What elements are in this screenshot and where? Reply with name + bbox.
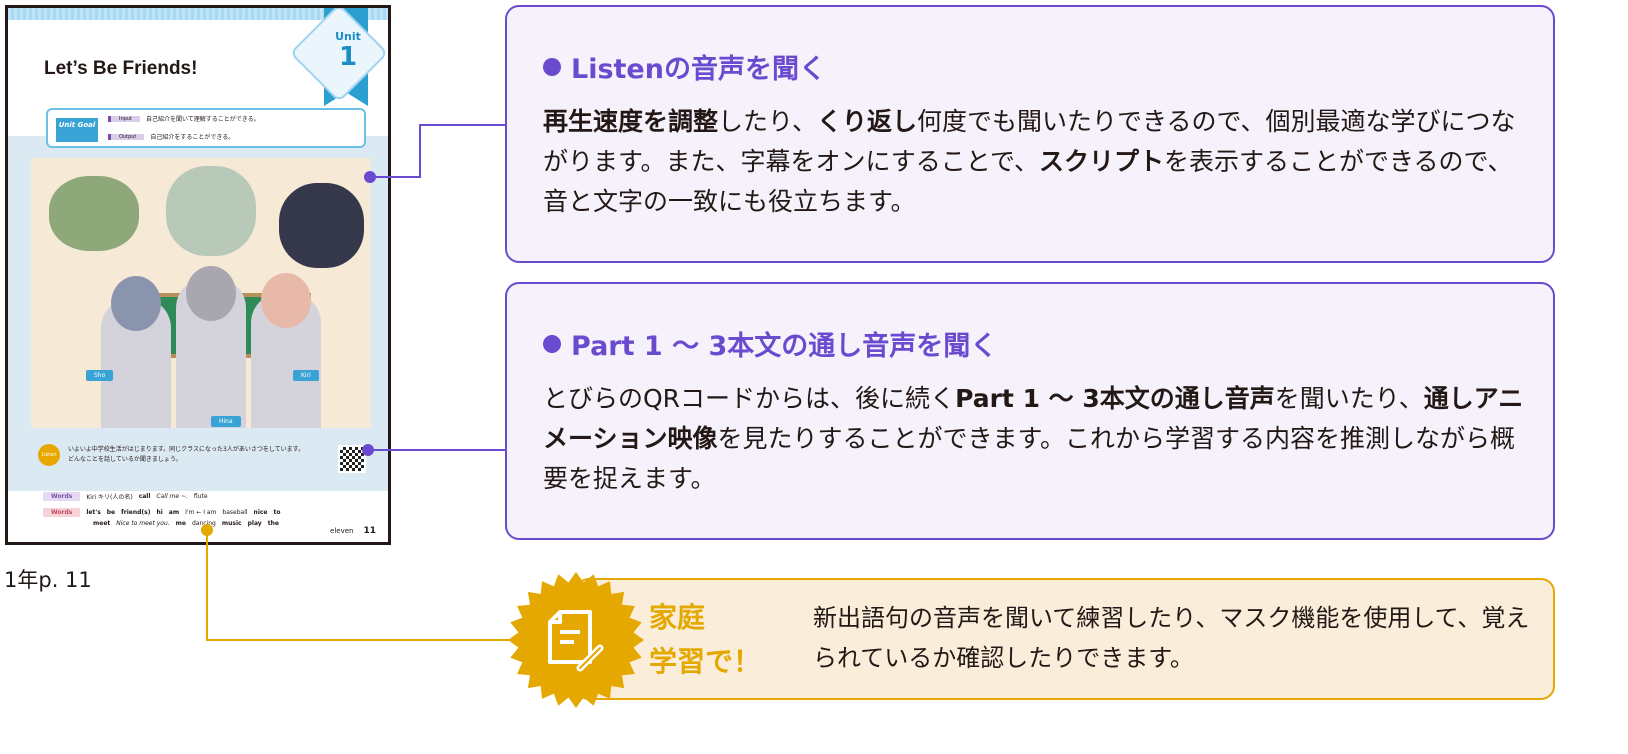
unit-label: Unit	[335, 30, 361, 43]
unit-title: Let’s Be Friends!	[44, 58, 198, 79]
word: am	[168, 509, 180, 516]
word: I'm ← I am	[185, 509, 217, 516]
emphasis-text: スクリプト	[1039, 147, 1165, 176]
unit-goal-box: Unit Goal Input 自己紹介を聞いて理解することができる。 Outpu…	[46, 108, 366, 148]
word: baseball	[222, 509, 248, 516]
listen-text: いよいよ中学校生活がはじまります。同じクラスになった3人があいさつをしています。	[68, 446, 305, 453]
callout-heading: Part 1 ～ 3本文の通し音声を聞く	[543, 324, 1553, 363]
connector-dot-listen	[364, 171, 376, 183]
home-title-line: 学習で！	[649, 645, 762, 678]
word: dancing	[192, 520, 216, 527]
listen-text: どんなことを話しているか聞きましょう。	[68, 456, 182, 463]
callout-listen: Listenの音声を聞く 再生速度を調整したり、くり返し何度でも聞いたりできるの…	[505, 5, 1555, 263]
top-band	[8, 8, 388, 20]
connector-dot-words	[201, 524, 213, 536]
word: call	[138, 493, 151, 500]
word: hi	[156, 509, 163, 516]
words-row: Words Kiri キリ(人の名) call Call me ~. flute	[43, 492, 208, 501]
word: meet	[93, 520, 111, 527]
unit-goal-flag: Unit Goal	[56, 118, 98, 142]
kiri-head	[261, 273, 311, 328]
word: to	[273, 509, 281, 516]
callout-body: とびらのQRコードからは、後に続くPart 1 ～ 3本文の通し音声を聞いたり、…	[543, 379, 1533, 499]
word: Kiri キリ(人の名)	[86, 494, 133, 501]
word: Call me ~.	[156, 493, 188, 500]
unit-number: 1	[338, 42, 358, 72]
goal-tag: Input	[108, 115, 140, 122]
word: flute	[193, 493, 208, 500]
word: nice	[253, 509, 268, 516]
page-caption: 1年p. 11	[4, 568, 92, 592]
home-study-text: 新出語句の音声を聞いて練習したり、マスク機能を使用して、覚えられているか確認した…	[813, 604, 1530, 672]
words-tag: Words	[43, 492, 81, 501]
name-tag-sho: Sho	[86, 370, 114, 381]
emphasis-text: くり返し	[817, 107, 918, 136]
connector-dot-qr	[362, 444, 374, 456]
body-text: を聞いたり、	[1274, 384, 1424, 413]
bullet-icon	[543, 334, 561, 353]
word: play	[247, 520, 262, 527]
callout-heading-text: Listenの音声を聞く	[571, 54, 826, 85]
classroom-illustration: Sho Hina Kiri	[31, 158, 371, 428]
word: the	[267, 520, 279, 527]
goal-input: Input 自己紹介を聞いて理解することができる。	[108, 114, 260, 123]
body-text: とびらのQRコードからは、後に続く	[543, 384, 956, 413]
word: music	[221, 520, 242, 527]
body-text: したり、	[718, 107, 818, 136]
sho-head	[111, 276, 161, 331]
goal-tag: Output	[108, 133, 145, 140]
callout-heading: Listenの音声を聞く	[543, 47, 1553, 86]
callout-body: 再生速度を調整したり、くり返し何度でも聞いたりできるので、個別最適な学びにつなが…	[543, 102, 1533, 222]
emphasis-text: 再生速度を調整	[543, 107, 719, 136]
goal-text: 自己紹介をすることができる。	[150, 134, 235, 141]
new-words-tag: Words	[43, 508, 81, 517]
name-tag-hina: Hina	[211, 416, 241, 427]
dance-photo-bubble	[166, 166, 256, 256]
home-study-box: 家庭学習で！ 新出語句の音声を聞いて練習したり、マスク機能を使用して、覚えられて…	[575, 578, 1555, 700]
page-number: eleven 11	[330, 526, 376, 536]
connector-words	[206, 530, 520, 641]
qr-code[interactable]	[338, 445, 366, 473]
word: me	[175, 520, 186, 527]
hina-head	[186, 266, 236, 321]
goal-text: 自己紹介を聞いて理解することができる。	[145, 116, 260, 123]
body-text: を表示することができるので、音と文字の一致にも役立ちます。	[543, 147, 1513, 216]
callout-heading-text: Part 1 ～ 3本文の通し音声を聞く	[571, 331, 998, 362]
baseball-photo-bubble	[49, 176, 139, 251]
body-text: を見たりすることができます。これから学習する内容を推測しながら概要を捉えます。	[543, 424, 1516, 493]
textbook-page-thumbnail: Let’s Be Friends! Unit 1 Unit Goal Input…	[5, 5, 391, 545]
goal-output: Output 自己紹介をすることができる。	[108, 132, 234, 141]
emphasis-text: Part 1 ～ 3本文の通し音声	[955, 384, 1275, 413]
name-tag-kiri: Kiri	[293, 370, 319, 381]
page-word: eleven	[330, 527, 354, 535]
headphones-icon[interactable]: Listen	[38, 444, 60, 466]
document-pencil-icon	[508, 572, 644, 708]
listen-section: Listen いよいよ中学校生活がはじまります。同じクラスになった3人があいさつ…	[38, 444, 304, 466]
flute-photo-bubble	[279, 183, 364, 268]
bullet-icon	[543, 57, 561, 76]
home-title-line: 家庭	[649, 601, 706, 634]
word: be	[106, 509, 116, 516]
connector-listen	[370, 124, 505, 178]
callout-part-audio: Part 1 ～ 3本文の通し音声を聞く とびらのQRコードからは、後に続くPa…	[505, 282, 1555, 540]
page-num: 11	[363, 526, 376, 536]
emphasis-text: 通しアニメーション映像	[543, 384, 1524, 453]
word: let's	[86, 509, 101, 516]
word: Nice to meet you.	[116, 520, 170, 527]
body-text: 何度でも聞いたりできるので、個別最適な学びにつながります。また、字幕をオンにする…	[543, 107, 1516, 176]
home-study-title: 家庭学習で！	[649, 596, 761, 684]
word: friend(s)	[121, 509, 151, 516]
